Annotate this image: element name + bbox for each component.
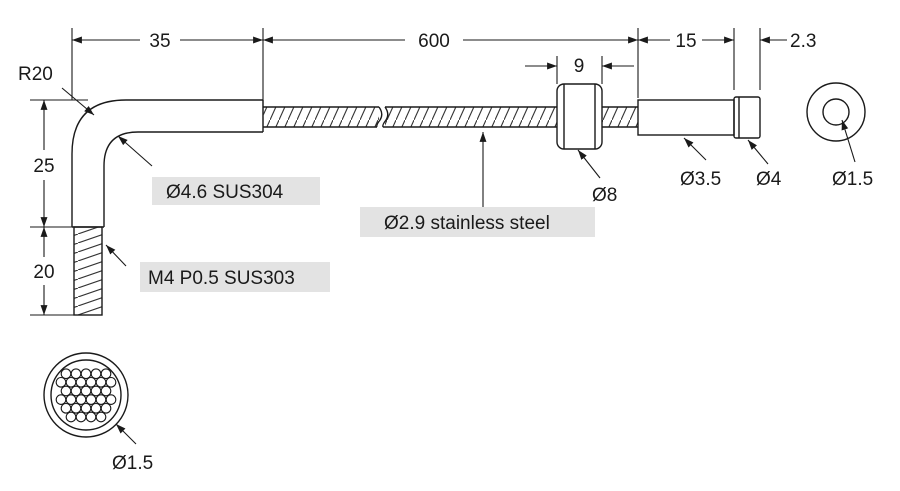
break-line-right	[382, 106, 389, 128]
fiber-strand	[100, 385, 112, 397]
fiber-strand	[95, 411, 107, 423]
dimension-15: 15	[638, 31, 734, 52]
fiber-strand	[65, 411, 77, 423]
fiber-strand	[80, 368, 92, 380]
fiber-strand	[95, 394, 107, 405]
callout-r20: R20	[18, 64, 95, 116]
dimension-600: 600	[263, 31, 638, 52]
dim-tip-end: 2.3	[790, 31, 816, 52]
callout-end-view-hole: Ø1.5	[832, 119, 873, 190]
dim-bend-length: 35	[149, 31, 170, 52]
fiber-strand	[80, 385, 92, 397]
fiber-strand	[85, 411, 97, 423]
fiber-strand	[55, 394, 67, 405]
fiber-strand	[100, 368, 112, 380]
fiber-strand	[95, 376, 107, 388]
fiber-strand	[60, 368, 72, 380]
ferrule-label: Ø8	[592, 185, 617, 206]
fiber-strand	[90, 368, 102, 380]
end-view	[806, 82, 866, 142]
dim-ferrule-width: 9	[574, 56, 585, 77]
fiber-strand	[65, 376, 77, 388]
dim-tip-length: 15	[675, 31, 696, 52]
sheath-label: Ø4.6 SUS304	[166, 182, 284, 203]
threaded-part	[73, 226, 103, 316]
fiber-strand	[70, 385, 82, 397]
fiber-strand	[60, 402, 72, 414]
callout-tip-body: Ø3.5	[680, 137, 721, 190]
dim-thread-length: 20	[33, 262, 54, 283]
callout-bundle-fiber: Ø1.5	[112, 423, 153, 474]
fiber-strand	[60, 385, 72, 397]
fiber-strand	[70, 368, 82, 380]
bundle-fiber-label: Ø1.5	[112, 453, 153, 474]
break-line-left	[376, 106, 383, 128]
fiber-strand	[80, 402, 92, 414]
dimension-2-3: 2.3	[760, 31, 816, 52]
cable-label: Ø2.9 stainless steel	[384, 213, 550, 234]
flexible-cable	[263, 106, 638, 128]
fiber-strand	[90, 385, 102, 397]
fiber-strand	[105, 376, 117, 388]
dimension-9: 9	[525, 56, 634, 77]
bent-sheath	[71, 99, 264, 228]
fiber-strand	[100, 402, 112, 414]
fiber-strand	[75, 411, 87, 423]
callout-sheath: Ø4.6 SUS304	[117, 135, 320, 205]
callout-ferrule: Ø8	[577, 149, 617, 206]
tip-end-label: Ø4	[756, 169, 782, 190]
fiber-strand	[105, 394, 117, 405]
fiber-strand	[85, 376, 97, 388]
end-view-hole-label: Ø1.5	[832, 169, 873, 190]
fiber-strand	[70, 402, 82, 414]
fiber-strand	[55, 376, 67, 388]
callout-cable: Ø2.9 stainless steel	[360, 132, 595, 237]
fiber-strand	[75, 394, 87, 405]
dim-cable-length: 600	[418, 31, 450, 52]
bend-radius-label: R20	[18, 64, 53, 85]
callout-thread: M4 P0.5 SUS303	[105, 244, 330, 292]
callout-tip-end: Ø4	[747, 139, 782, 190]
fiber-strand	[85, 394, 97, 405]
dimension-25: 25	[33, 100, 55, 227]
tip-body-label: Ø3.5	[680, 169, 721, 190]
dimension-35: 35	[72, 31, 263, 52]
tip	[637, 96, 761, 139]
fiber-strand	[75, 376, 87, 388]
dim-vertical-length: 25	[33, 156, 54, 177]
fiber-strand	[90, 402, 102, 414]
dimension-20: 20	[33, 227, 55, 315]
fiber-strand	[65, 394, 77, 405]
thread-label: M4 P0.5 SUS303	[148, 268, 295, 289]
ferrule	[556, 83, 603, 150]
extension-lines	[30, 28, 761, 316]
fiber-bundle-section	[43, 352, 129, 438]
